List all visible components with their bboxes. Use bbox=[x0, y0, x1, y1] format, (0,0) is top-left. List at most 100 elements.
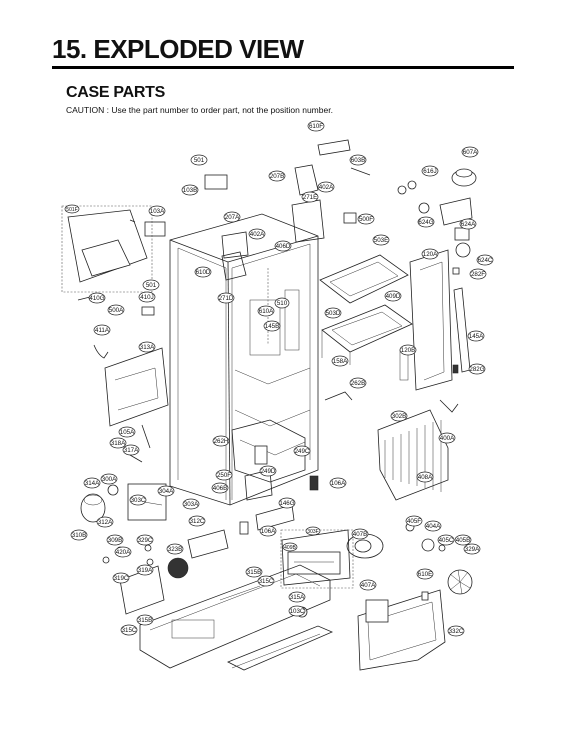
svg-text:616J: 616J bbox=[423, 168, 436, 175]
svg-text:420A: 420A bbox=[116, 549, 131, 556]
callout: 405C bbox=[437, 534, 455, 546]
svg-text:400A: 400A bbox=[440, 435, 455, 442]
svg-text:103C: 103C bbox=[290, 608, 305, 615]
callout: 312C bbox=[188, 515, 206, 527]
fan-assembly bbox=[281, 522, 473, 671]
callout: 420A bbox=[114, 546, 132, 558]
callout: 103A bbox=[148, 205, 166, 217]
callout: 158A bbox=[331, 355, 349, 367]
svg-text:158A: 158A bbox=[333, 358, 348, 365]
callout-layer: 610F 501 603B 607A 616J 103B 207B 402A 2… bbox=[64, 120, 494, 637]
callout: 411A bbox=[93, 324, 111, 336]
callout: 407B bbox=[351, 528, 369, 540]
svg-text:501: 501 bbox=[146, 282, 157, 289]
callout: 501 bbox=[190, 154, 208, 166]
evaporator bbox=[377, 399, 459, 501]
svg-text:407B: 407B bbox=[353, 531, 367, 538]
svg-text:303F: 303F bbox=[307, 529, 318, 535]
section-title: CASE PARTS bbox=[66, 84, 165, 101]
svg-text:105A: 105A bbox=[120, 429, 135, 436]
callout: 271E bbox=[301, 191, 319, 203]
callout: 405B bbox=[454, 534, 472, 546]
svg-text:610F: 610F bbox=[309, 123, 323, 130]
svg-text:313A: 313A bbox=[140, 344, 155, 351]
svg-text:332C: 332C bbox=[449, 628, 464, 635]
callout: 303F bbox=[305, 526, 321, 536]
svg-text:103A: 103A bbox=[150, 208, 165, 215]
callout: 610A bbox=[257, 305, 275, 317]
svg-text:309B: 309B bbox=[108, 537, 122, 544]
callout: 315A bbox=[288, 591, 306, 603]
callout: 319A bbox=[136, 564, 154, 576]
callout: 315B bbox=[136, 614, 154, 626]
svg-text:410G: 410G bbox=[89, 295, 104, 302]
callout: 500F bbox=[357, 213, 375, 225]
callout: 406B bbox=[211, 482, 229, 494]
callout: 103B bbox=[181, 184, 199, 196]
svg-text:406D: 406D bbox=[276, 243, 291, 250]
callout: 271D bbox=[217, 292, 235, 304]
callout: 323B bbox=[166, 543, 184, 555]
svg-text:103B: 103B bbox=[183, 187, 197, 194]
svg-text:312A: 312A bbox=[98, 519, 113, 526]
svg-text:249D: 249D bbox=[261, 468, 276, 475]
svg-text:207A: 207A bbox=[225, 214, 240, 221]
svg-text:318A: 318A bbox=[111, 440, 126, 447]
callout: 501F bbox=[64, 204, 80, 214]
callout: 332C bbox=[447, 625, 465, 637]
svg-text:408A: 408A bbox=[418, 474, 433, 481]
callout: 314A bbox=[83, 477, 101, 489]
svg-text:610E: 610E bbox=[418, 571, 432, 578]
callout: 302B bbox=[390, 410, 408, 422]
svg-text:329C: 329C bbox=[138, 537, 153, 544]
callout: 319C bbox=[112, 572, 130, 584]
callout: 282G bbox=[468, 363, 486, 375]
callout: 409B bbox=[282, 542, 298, 552]
svg-text:409D: 409D bbox=[386, 293, 401, 300]
svg-text:315C: 315C bbox=[122, 627, 137, 634]
svg-text:145B: 145B bbox=[265, 323, 279, 330]
callout: 120A bbox=[421, 248, 439, 260]
svg-text:319C: 319C bbox=[114, 575, 129, 582]
svg-text:329A: 329A bbox=[465, 546, 480, 553]
svg-text:405F: 405F bbox=[407, 518, 421, 525]
svg-text:409B: 409B bbox=[284, 545, 296, 551]
svg-text:145A: 145A bbox=[469, 333, 484, 340]
svg-text:410J: 410J bbox=[140, 294, 153, 301]
callout: 106A bbox=[259, 525, 277, 537]
callout: 624C bbox=[476, 254, 494, 266]
svg-text:304A: 304A bbox=[159, 488, 174, 495]
svg-text:250F: 250F bbox=[217, 472, 231, 479]
svg-text:323B: 323B bbox=[168, 546, 182, 553]
svg-text:271D: 271D bbox=[219, 295, 234, 302]
svg-text:310B: 310B bbox=[72, 532, 86, 539]
callout: 410J bbox=[138, 291, 156, 303]
group-frame-501F bbox=[61, 205, 153, 293]
svg-text:510: 510 bbox=[277, 300, 288, 307]
cabinet-outline bbox=[169, 213, 319, 506]
callout: 329A bbox=[463, 543, 481, 555]
callout: 310B bbox=[70, 529, 88, 541]
title-divider bbox=[52, 66, 514, 69]
callout: 607A bbox=[461, 146, 479, 158]
callout: 406D bbox=[274, 240, 292, 252]
callout: 249D bbox=[259, 465, 277, 477]
fan-blade-icon bbox=[447, 569, 473, 595]
callout: 616J bbox=[421, 165, 439, 177]
callout: 105A bbox=[118, 426, 136, 438]
svg-text:402A: 402A bbox=[250, 231, 265, 238]
compressor-group bbox=[80, 483, 167, 523]
callout: 300A bbox=[100, 473, 118, 485]
svg-text:624G: 624G bbox=[418, 219, 433, 226]
svg-text:262H: 262H bbox=[214, 438, 229, 445]
callout: 315C bbox=[120, 624, 138, 636]
callout: 309B bbox=[106, 534, 124, 546]
callout: 603B bbox=[349, 154, 367, 166]
callout: 106A bbox=[329, 477, 347, 489]
svg-text:319A: 319A bbox=[138, 567, 153, 574]
svg-text:406B: 406B bbox=[213, 485, 227, 492]
svg-text:262B: 262B bbox=[351, 380, 365, 387]
callout: 405F bbox=[405, 515, 423, 527]
callout: 402A bbox=[317, 181, 335, 193]
drawer-parts bbox=[319, 249, 471, 401]
